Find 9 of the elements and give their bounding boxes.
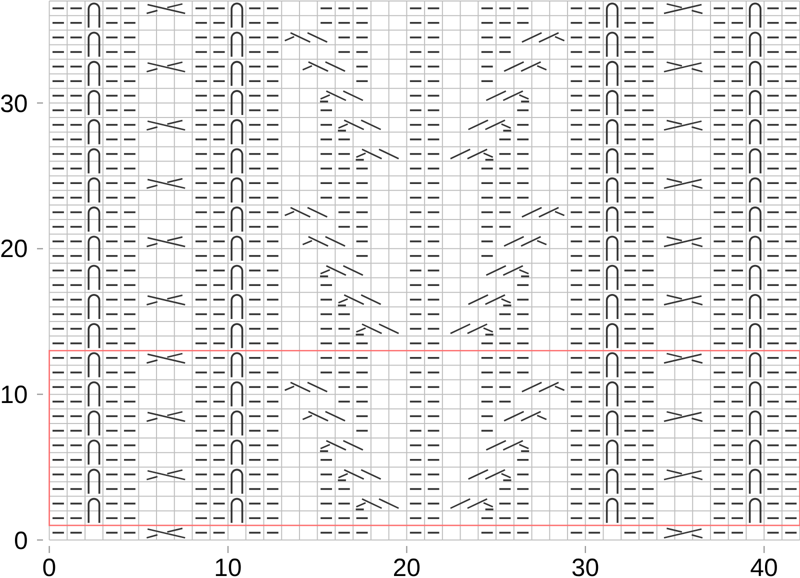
- axis-tick-label: 30: [571, 556, 600, 578]
- axis-tick-label: 20: [0, 237, 28, 262]
- axis-tick-label: 20: [392, 556, 420, 578]
- axis-tick-label: 0: [42, 556, 56, 578]
- axis-tick-label: 10: [214, 556, 242, 578]
- axis-tick-label: 40: [750, 556, 778, 578]
- axis-tick-label: 10: [0, 382, 28, 408]
- axis-tick-label: 30: [0, 92, 28, 116]
- axis-tick-label: 0: [14, 528, 28, 554]
